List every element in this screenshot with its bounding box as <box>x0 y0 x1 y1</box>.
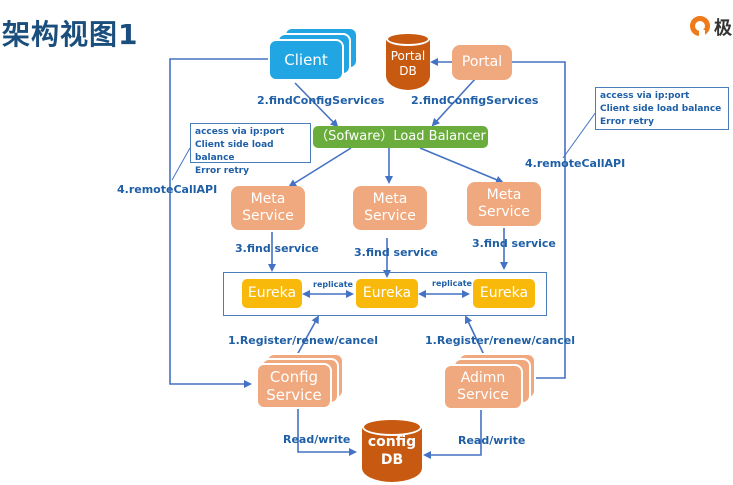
note-line: access via ip:port <box>195 127 285 137</box>
note-line: Error retry <box>600 117 654 127</box>
note-left: access via ip:port Client side load bala… <box>190 123 311 176</box>
edge-client-to-lb <box>294 82 339 128</box>
label-find-config-right: 2.findConfigServices <box>411 94 539 107</box>
note-line: Error retry <box>195 166 249 176</box>
label-replicate-2: replicate <box>432 279 472 288</box>
edge-config-service-to-config-db <box>297 408 357 456</box>
config-db-label-line: config <box>367 434 417 450</box>
label-remote-call-left: 4.remoteCallAPI <box>117 183 218 196</box>
brand-logo-icon <box>690 16 710 38</box>
note-right-leader <box>562 111 597 159</box>
edge-admin-service-to-config-db <box>423 408 482 459</box>
label-read-write-left: Read/write <box>283 433 351 446</box>
brand-logo: 极 <box>690 16 732 46</box>
note-left-leader <box>171 147 191 181</box>
page-title: 架构视图1 <box>2 18 139 51</box>
brand-logo-text: 极 <box>714 18 732 39</box>
config-db-body <box>362 427 422 482</box>
label-find-service-1: 3.find service <box>235 242 319 255</box>
edge-admin-service-to-eureka <box>464 315 485 356</box>
portal-db-label-line: Portal <box>390 49 426 63</box>
portal-db-top <box>386 32 430 46</box>
config-service-label: Config <box>269 368 319 386</box>
eureka-cluster-frame <box>223 272 547 316</box>
meta-service-label: Service <box>242 208 294 224</box>
eureka-node-1[interactable]: Eureka <box>242 279 302 308</box>
portal-db-label: Portal DB <box>386 49 430 79</box>
edge-lb-to-meta-1 <box>288 147 352 188</box>
label-find-config-left: 2.findConfigServices <box>257 94 385 107</box>
portal-db-body <box>386 40 430 90</box>
edge-portal-to-lb <box>431 77 477 127</box>
config-service-label: Service <box>266 386 322 404</box>
config-db-label-line: DB <box>380 451 404 468</box>
edge-lb-to-meta-3 <box>419 147 504 184</box>
note-line: access via ip:port <box>600 91 690 101</box>
eureka-node-2[interactable]: Eureka <box>356 279 418 308</box>
config-db[interactable]: config DB <box>362 418 422 482</box>
client-node[interactable]: Client <box>268 39 344 81</box>
label-register-left: 1.Register/renew/cancel <box>228 334 378 347</box>
config-db-label: config DB <box>362 434 422 469</box>
edge-portal-to-admin-service <box>508 61 566 382</box>
edge-config-service-to-eureka <box>296 315 319 356</box>
meta-service-label: Meta <box>250 191 286 208</box>
label-replicate-1: replicate <box>313 280 353 289</box>
label-find-service-2: 3.find service <box>354 246 438 259</box>
config-db-top <box>362 418 422 436</box>
eureka-node-3[interactable]: Eureka <box>473 279 535 308</box>
meta-service-label: Meta <box>486 187 522 204</box>
portal-db[interactable]: Portal DB <box>386 32 430 90</box>
load-balancer-node[interactable]: （Sofware）Load Balancer <box>313 126 488 148</box>
portal-node[interactable]: Portal <box>452 45 512 80</box>
edge-client-to-config-service <box>169 58 268 388</box>
admin-service-label: Adimn <box>460 370 506 387</box>
label-register-right: 1.Register/renew/cancel <box>425 334 575 347</box>
admin-service-label: Service <box>457 387 509 403</box>
label-find-service-3: 3.find service <box>472 237 556 250</box>
note-right: access via ip:port Client side load bala… <box>595 87 729 130</box>
meta-service-label: Service <box>364 208 416 224</box>
meta-service-label: Meta <box>372 191 408 208</box>
meta-service-label: Service <box>478 204 530 220</box>
portal-db-label-line: DB <box>399 64 417 78</box>
label-read-write-right: Read/write <box>458 434 526 447</box>
note-line: Client side load balance <box>195 140 274 163</box>
note-line: Client side load balance <box>600 104 722 114</box>
label-remote-call-right: 4.remoteCallAPI <box>525 157 626 170</box>
